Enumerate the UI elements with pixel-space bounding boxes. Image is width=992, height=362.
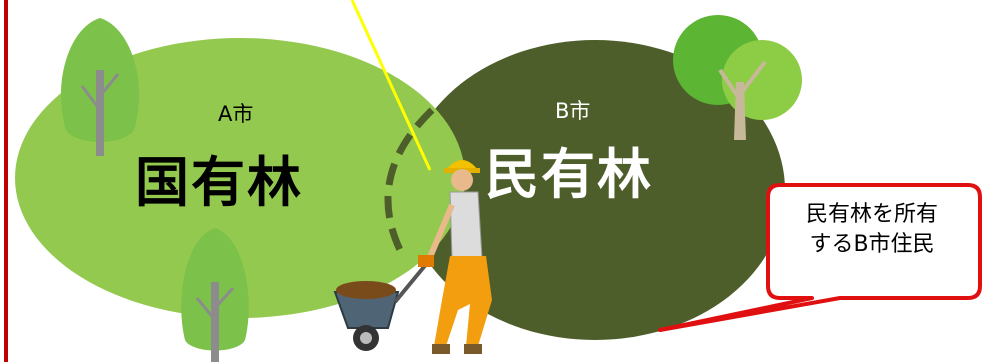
worker-with-wheelbarrow-icon xyxy=(333,160,492,354)
a-forest-label: 国有林 xyxy=(135,151,303,214)
callout-line-2: するB市住民 xyxy=(809,232,935,257)
callout-line-1: 民有林を所有 xyxy=(805,202,938,227)
callout-box xyxy=(658,183,982,332)
tree-icon xyxy=(673,15,802,140)
b-forest-ellipse xyxy=(405,40,785,340)
a-city-label: A市 xyxy=(218,102,254,126)
callout-text: 民有林を所有 するB市住民 xyxy=(774,200,970,260)
b-forest-label: 民有林 xyxy=(485,143,653,206)
tree-icon xyxy=(60,18,140,156)
pointer-line xyxy=(350,0,432,171)
overlap-dashed-boundary xyxy=(384,107,435,252)
tree-icon xyxy=(181,228,249,362)
b-city-label: B市 xyxy=(555,99,591,123)
